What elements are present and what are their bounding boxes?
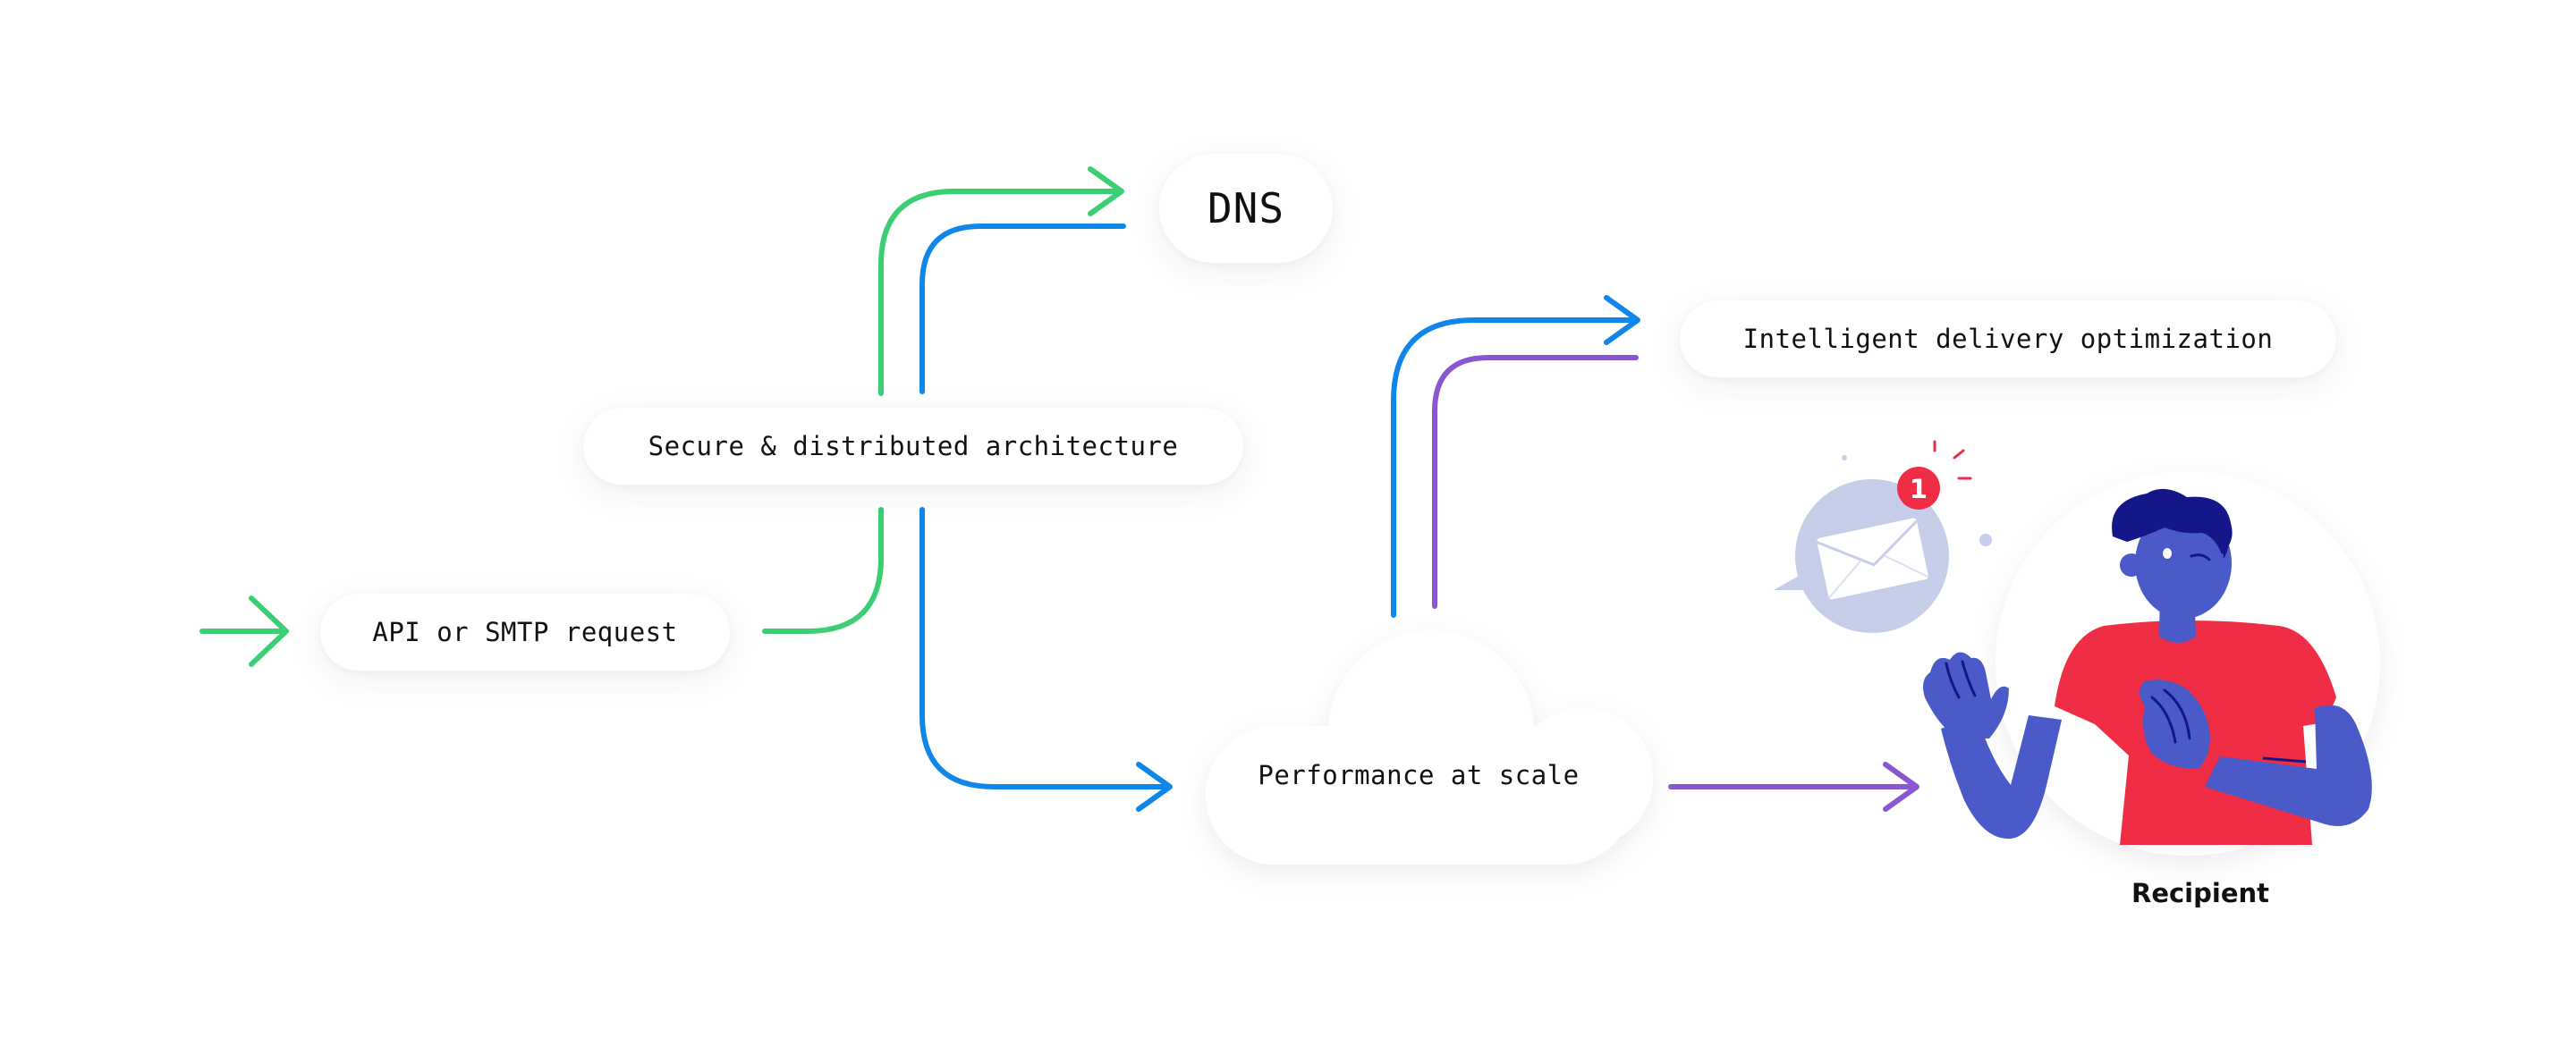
blue-connector-to-optimization [1391, 295, 1640, 618]
notification-badge-icon [1897, 467, 1940, 510]
node-dns: DNS [1159, 154, 1333, 263]
person-head [2135, 508, 2232, 619]
person-illustration [1923, 488, 2372, 845]
node-architecture: Secure & distributed architecture [583, 408, 1243, 485]
node-performance-label: Performance at scale [1258, 760, 1580, 790]
node-api-request-label: API or SMTP request [372, 617, 678, 647]
green-connector-to-architecture [762, 507, 884, 634]
notification-decorations [1842, 440, 1992, 546]
node-api-request: API or SMTP request [320, 594, 730, 671]
node-dns-label: DNS [1207, 184, 1285, 232]
green-flow [199, 166, 1124, 667]
notification-badge-count: 1 [1910, 474, 1928, 504]
node-architecture-label: Secure & distributed architecture [648, 431, 1179, 461]
purple-connector-to-recipient [1668, 762, 1919, 812]
purple-connector-to-optimization [1432, 355, 1639, 609]
person-waving-hand [1923, 652, 2009, 738]
green-entry-arrow [199, 595, 289, 667]
person-hair [2112, 488, 2233, 554]
blue-connector-to-dns [919, 224, 1126, 394]
purple-flow [1432, 355, 1919, 812]
recipient-label: Recipient [2131, 878, 2269, 908]
green-connector-to-dns [878, 166, 1124, 396]
person-right-arm [2205, 705, 2372, 826]
blue-flow [919, 224, 1640, 812]
node-delivery-optimization-label: Intelligent delivery optimization [1742, 324, 2274, 354]
node-delivery-optimization: Intelligent delivery optimization [1680, 300, 2336, 377]
blue-connector-to-performance [919, 507, 1173, 812]
envelope-icon [1816, 518, 1929, 600]
person-eye [2163, 548, 2172, 559]
cloud-shape [1206, 630, 1653, 865]
person-left-arm [1941, 715, 2062, 840]
